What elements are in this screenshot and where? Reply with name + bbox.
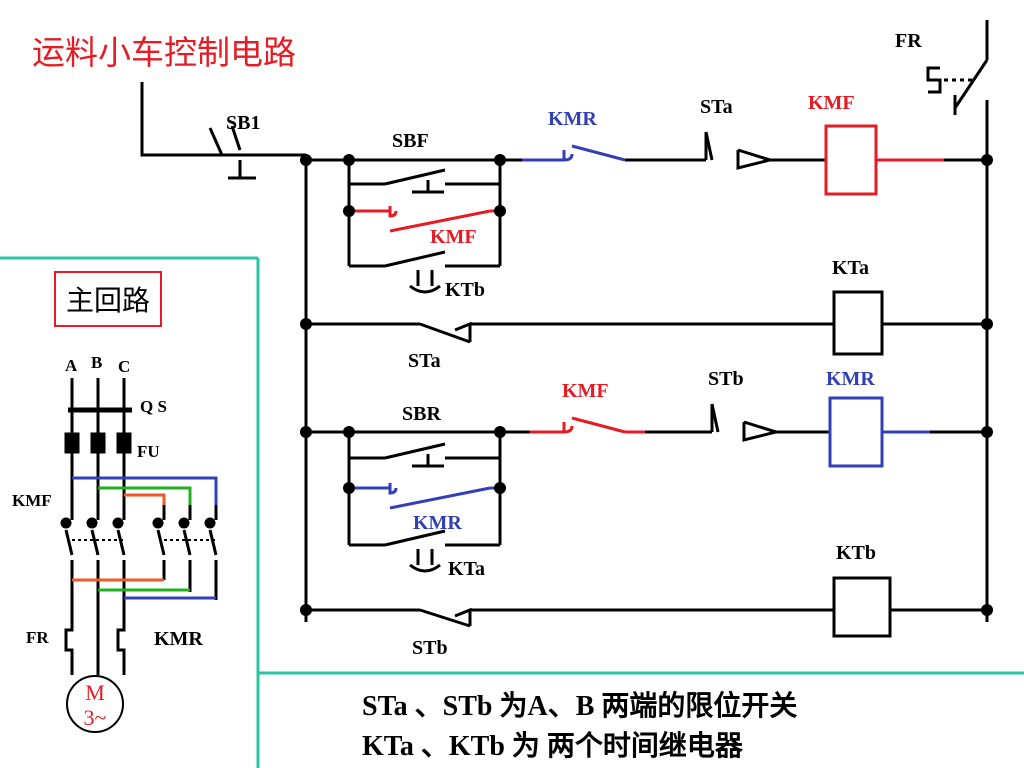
stb-no-label: STb (412, 637, 448, 659)
kmf-nc-label: KMF (562, 380, 609, 402)
ktb-coil-label: KTb (836, 542, 877, 564)
sbr-label: SBR (402, 403, 441, 425)
sta-nc-label: STa (700, 96, 733, 118)
phase-a-label: A (65, 356, 78, 375)
kmf-coil-label: KMF (808, 92, 855, 114)
main-circuit-wiring (60, 378, 218, 675)
phase-b-label: B (91, 353, 103, 372)
kmr-nc-label: KMR (548, 108, 597, 130)
motor-phase-label: 3~ (83, 705, 107, 730)
note-limit-switches: STa 、STb 为A、B 两端的限位开关 (362, 691, 798, 722)
main-kmf-label: KMF (12, 491, 52, 510)
frame-lines (0, 256, 1024, 768)
sbf-label: SBF (392, 130, 429, 152)
main-fr-label: FR (26, 628, 49, 647)
main-cross-wiring (72, 476, 218, 600)
note-time-relays: KTa 、KTb 为 两个时间继电器 (362, 731, 743, 762)
phase-c-label: C (118, 357, 131, 376)
qs-label: Q S (140, 397, 167, 416)
reverse-elements (349, 144, 930, 510)
kmr-coil-label: KMR (826, 368, 875, 390)
motor-symbol: M 3~ (66, 675, 124, 733)
fr-label: FR (895, 30, 922, 52)
kmr-seal-label: KMR (413, 512, 462, 534)
fu-label: FU (137, 442, 160, 461)
kta-contact-label: KTa (448, 558, 486, 580)
sta-no-label: STa (408, 350, 441, 372)
ktb-contact-label: KTb (445, 279, 486, 301)
stb-nc-label: STb (708, 368, 744, 390)
main-kmr-label: KMR (154, 628, 203, 650)
page-title: 运料小车控制电路 (32, 33, 296, 72)
forward-elements (349, 124, 944, 434)
kta-coil-label: KTa (832, 257, 870, 279)
junction-dots (300, 154, 993, 616)
kmf-seal-label: KMF (430, 226, 477, 248)
main-circuit-title: 主回路 (54, 271, 163, 327)
sb1-label: SB1 (226, 112, 261, 134)
motor-label: M (85, 680, 105, 705)
